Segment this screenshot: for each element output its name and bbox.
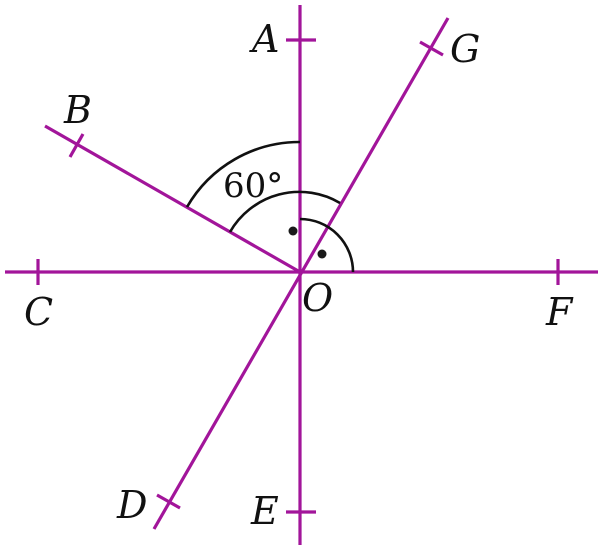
label-O: O bbox=[302, 276, 333, 320]
arc-angle-BOG bbox=[228, 190, 341, 233]
label-F: F bbox=[545, 290, 574, 334]
angle-dot-AOG bbox=[288, 226, 298, 236]
tick-G bbox=[419, 40, 444, 57]
tick-D bbox=[156, 493, 181, 510]
angle-dot-GOF bbox=[317, 249, 327, 259]
label-G: G bbox=[450, 27, 480, 71]
label-C: C bbox=[24, 290, 53, 334]
label-E: E bbox=[250, 489, 279, 533]
label-A: A bbox=[249, 17, 279, 61]
angle-label: 60° bbox=[223, 166, 283, 206]
tick-B bbox=[68, 133, 85, 158]
label-D: D bbox=[116, 483, 147, 527]
arc-angle-BOA bbox=[185, 140, 301, 208]
label-B: B bbox=[63, 88, 92, 132]
ray-OB bbox=[44, 124, 301, 274]
arc-angle-GOF bbox=[299, 217, 355, 273]
line-DG bbox=[152, 17, 450, 530]
